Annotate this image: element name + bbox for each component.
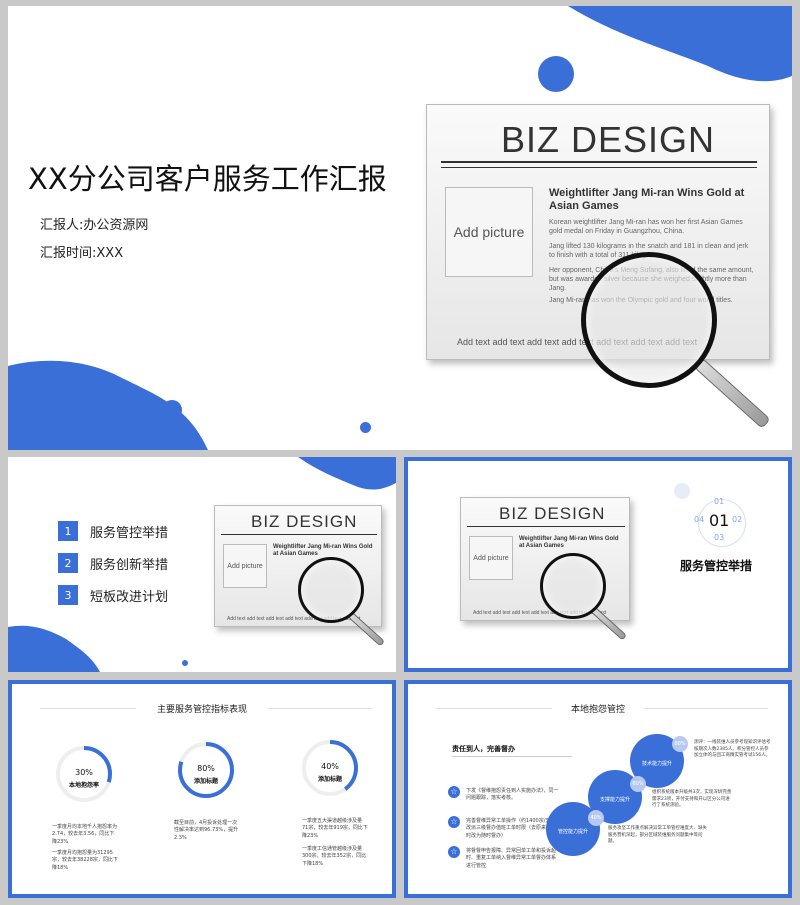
kpi-ring-3 bbox=[302, 740, 358, 796]
page-title: XX分公司客户服务工作汇报 bbox=[28, 162, 387, 196]
agenda-number: 2 bbox=[58, 553, 78, 573]
reporter-text: 汇报人:办公资源网 bbox=[40, 218, 149, 233]
kpi-label: 添加标题 bbox=[317, 776, 342, 783]
kpi-label: 添加标题 bbox=[193, 778, 218, 785]
kpi-percent: 30% bbox=[75, 768, 93, 777]
kpi-text: 一季度工信通管越级涉及量300宗，较去年352宗，同比下降18% bbox=[302, 846, 367, 867]
agenda-dot bbox=[182, 660, 188, 666]
subtitle-rule bbox=[452, 756, 572, 757]
magnifier-lens-icon bbox=[540, 553, 606, 619]
section-number-ring bbox=[698, 499, 746, 547]
newspaper-footer: Add text add text add text add text add … bbox=[457, 337, 698, 347]
kpi-ring-2 bbox=[178, 742, 234, 798]
blue-dot-large bbox=[538, 56, 574, 92]
newspaper-masthead: BIZ DESIGN bbox=[501, 119, 716, 160]
agenda-item-2[interactable]: 2 服务创新举措 bbox=[58, 553, 168, 573]
magnifier-lens-icon bbox=[298, 557, 364, 623]
section-dot bbox=[674, 483, 690, 499]
add-picture-placeholder: Add picture bbox=[223, 544, 267, 588]
agenda-item-label: 服务创新举措 bbox=[90, 557, 169, 573]
blue-dot-small bbox=[360, 422, 371, 433]
kpi-title: 主要服务管控指标表现 bbox=[156, 705, 247, 715]
ring-progress-arc bbox=[302, 740, 358, 796]
agenda-item-label: 短板改进计划 bbox=[90, 589, 169, 605]
section-current-number: 01 bbox=[709, 511, 730, 530]
section-num-right: 02 bbox=[732, 515, 743, 524]
blue-dot-medium bbox=[162, 400, 182, 420]
newspaper-masthead: BIZ DESIGN bbox=[499, 504, 606, 523]
complaint-title: 本地抱怨管控 bbox=[570, 705, 625, 715]
star-icon: ☆ bbox=[448, 786, 460, 798]
add-picture-placeholder: Add picture bbox=[445, 187, 533, 277]
bubble-percent-badge: 80% bbox=[672, 736, 688, 752]
kpi-text: 一季度五大渠道越级涉及量71宗，较去年919宗，同比下降23% bbox=[302, 818, 368, 839]
title-rule-right bbox=[644, 708, 768, 709]
bubble-label: 管控能力提升 bbox=[557, 829, 588, 835]
title-rule-left bbox=[40, 708, 136, 709]
complaint-note: 服务攻坚工作重点解决异常工单管控难度大、缺失服务营机深起，部分区域装维服务问题集… bbox=[608, 826, 707, 845]
ring-progress-arc bbox=[56, 746, 112, 802]
newspaper-footer: Add text add text add text add text add … bbox=[227, 616, 361, 622]
complaint-bullet: 完善督维异常工单操作（约1400宗/天），改派三级督办值班工单时限（去原来24小… bbox=[466, 818, 558, 839]
complaint-bullet: 下发《督维抱怨责任到人实施办法》，同一问题跟踪，落实考核。 bbox=[466, 788, 559, 802]
section-slide: BIZ DESIGN Add picture Weightlifter Jang… bbox=[404, 457, 792, 672]
title-slide: XX分公司客户服务工作汇报 汇报人:办公资源网 汇报时间:XXX BIZ DES… bbox=[8, 6, 792, 450]
agenda-wave bbox=[8, 457, 396, 672]
agenda-number: 1 bbox=[58, 521, 78, 541]
section-num-top: 01 bbox=[714, 497, 725, 506]
agenda-item-1[interactable]: 1 服务管控举措 bbox=[58, 521, 168, 541]
agenda-number: 3 bbox=[58, 585, 78, 605]
title-rule-right bbox=[268, 708, 372, 709]
add-picture-placeholder: Add picture bbox=[469, 536, 513, 580]
ring-progress-arc bbox=[178, 742, 234, 798]
kpi-percent: 40% bbox=[321, 762, 339, 771]
section-num-left: 04 bbox=[694, 515, 705, 524]
kpi-label: 本地抱怨率 bbox=[68, 782, 99, 789]
agenda-item-3[interactable]: 3 短板改进计划 bbox=[58, 585, 168, 605]
kpi-text: 截至目前，4月投诉处理一次性解决率达到96.73%，提升2.3% bbox=[174, 820, 239, 841]
kpi-ring-1 bbox=[56, 746, 112, 802]
kpi-text: 一季度月均本地千人抱怨率为2.74，较去年3.56，同比下降23% bbox=[52, 824, 118, 845]
newspaper-headline: Weightlifter Jang Mi-ran Wins Gold at As… bbox=[519, 536, 619, 549]
section-num-bottom: 03 bbox=[714, 533, 725, 542]
bubble-percent-badge: 60% bbox=[630, 776, 646, 792]
newspaper-headline: Weightlifter Jang Mi-ran Wins Gold at As… bbox=[549, 187, 745, 212]
agenda-item-label: 服务管控举措 bbox=[90, 525, 169, 541]
bubble-label: 技术能力提升 bbox=[641, 761, 672, 767]
star-icon: ☆ bbox=[448, 846, 460, 858]
newspaper-paragraph: Korean weightlifter Jang Mi-ran has won … bbox=[549, 219, 743, 235]
newspaper-headline: Weightlifter Jang Mi-ran Wins Gold at As… bbox=[273, 544, 373, 557]
complaint-note: 组织系统版本升级共3次，实现深圳完善需求23项，开付支持和开以区分公司进行了系统… bbox=[652, 790, 732, 809]
title-rule-left bbox=[436, 708, 552, 709]
complaint-note: 测评：一线装维人员参考现知识评估考核期次人数2385人，积分管控人员参加立体的与… bbox=[694, 740, 771, 759]
complaint-subtitle: 责任到人，完善督办 bbox=[452, 745, 515, 753]
star-icon: ☆ bbox=[448, 816, 460, 828]
bubble-label: 支撑能力提升 bbox=[599, 797, 630, 803]
kpi-slide: 主要服务管控指标表现 30% 本地抱怨率 一季度月均本地千人抱怨率为2.74，较… bbox=[8, 680, 396, 898]
top-right-wave bbox=[8, 6, 792, 450]
newspaper-paragraph: Jang lifted 130 kilograms in the snatch … bbox=[549, 243, 749, 259]
newspaper-masthead: BIZ DESIGN bbox=[251, 512, 358, 531]
magnifier-lens-icon bbox=[581, 252, 717, 388]
newspaper-footer: Add text add text add text add text add … bbox=[473, 610, 607, 616]
kpi-text: 一季度月均抱怨量为31295宗，较去年38228宗，同比下降18% bbox=[52, 850, 118, 871]
complaint-slide: 本地抱怨管控 责任到人，完善督办 ☆ 下发《督维抱怨责任到人实施办法》，同一问题… bbox=[404, 680, 792, 898]
report-time-text: 汇报时间:XXX bbox=[40, 246, 124, 261]
agenda-slide: 1 服务管控举措 2 服务创新举措 3 短板改进计划 BIZ DESIGN Ad… bbox=[8, 457, 396, 672]
complaint-bullet: 将督督申告报障、异常回单工单和投诉超时、重复工单纳入督维异常工单督办体系进行管控 bbox=[466, 848, 557, 869]
kpi-percent: 80% bbox=[197, 764, 215, 773]
section-title: 服务管控举措 bbox=[680, 559, 753, 573]
bubble-percent-badge: 40% bbox=[588, 810, 604, 826]
